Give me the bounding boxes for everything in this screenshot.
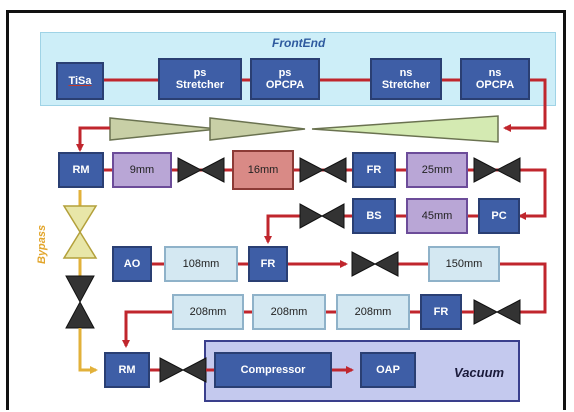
amp-208mm-box-c: 208mm (336, 294, 410, 330)
ns-stretcher-box: ns Stretcher (370, 58, 442, 100)
amp-25mm-box: 25mm (406, 152, 468, 188)
beam-expander-left-b (209, 117, 306, 141)
valve-icon (299, 203, 324, 229)
rm-box-2: RM (104, 352, 150, 388)
beam-line (503, 78, 547, 132)
fr-box-2: FR (248, 246, 288, 282)
valve-icon (473, 299, 499, 325)
beam-expander-left (109, 117, 219, 141)
bypass-valve-icon (65, 275, 95, 304)
amp-16mm-box: 16mm (232, 150, 294, 190)
ps-stretcher-box: ps Stretcher (158, 58, 242, 100)
beam-line (76, 126, 110, 152)
ns-opcpa-box: ns OPCPA (460, 58, 530, 100)
beam-expander-right (311, 115, 499, 143)
pc-box: PC (478, 198, 520, 234)
beam-line (264, 214, 300, 244)
tisa-box: TiSa (56, 62, 104, 100)
fr-box-3: FR (420, 294, 462, 330)
amp-9mm-box: 9mm (112, 152, 172, 188)
valve-icon (473, 157, 499, 183)
ao-box: AO (112, 246, 152, 282)
amp-45mm-box: 45mm (406, 198, 468, 234)
valve-icon (351, 251, 377, 277)
valve-icon (299, 157, 325, 183)
frontend-label: FrontEnd (272, 36, 326, 50)
beam-line (500, 262, 547, 314)
amp-108mm-box: 108mm (164, 246, 238, 282)
fr-box-1: FR (352, 152, 396, 188)
valve-icon (177, 157, 203, 183)
oap-box: OAP (360, 352, 416, 388)
bypass-valve-icon (62, 205, 98, 234)
vacuum-label: Vacuum (454, 365, 505, 380)
bypass-line (78, 328, 98, 374)
rm-box-1: RM (58, 152, 104, 188)
compressor-box: Compressor (214, 352, 332, 388)
amp-150mm-box: 150mm (428, 246, 500, 282)
valve-icon (159, 357, 185, 383)
bs-box: BS (352, 198, 396, 234)
amp-208mm-box-b: 208mm (252, 294, 326, 330)
ps-opcpa-box: ps OPCPA (250, 58, 320, 100)
beam-line (122, 310, 172, 348)
amp-208mm-box-a: 208mm (172, 294, 244, 330)
